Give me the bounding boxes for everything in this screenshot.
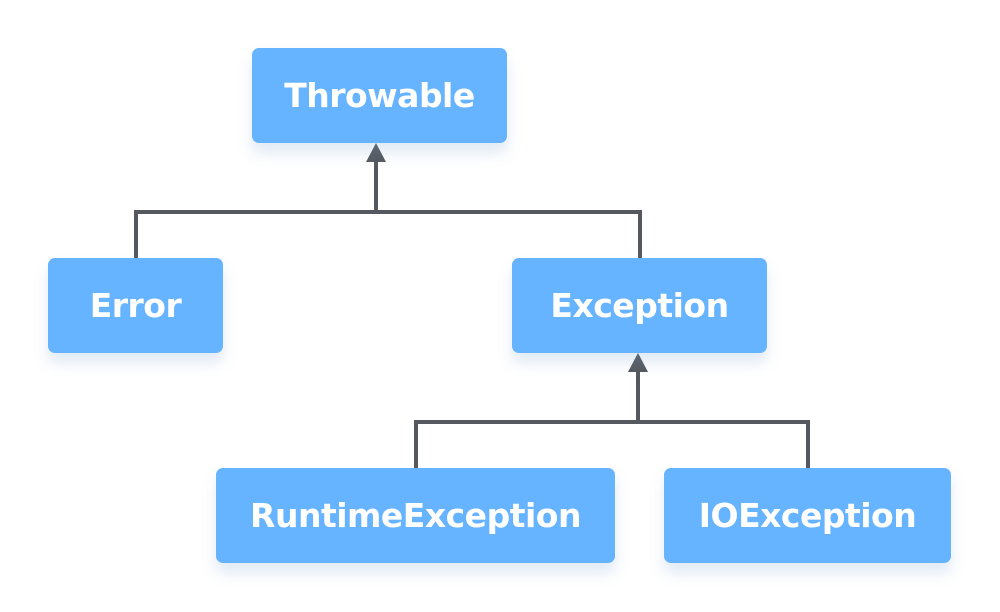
connector-line (134, 210, 642, 258)
node-exception: Exception (512, 258, 767, 353)
node-error: Error (48, 258, 223, 353)
connector-line (414, 420, 810, 468)
connector-exception-children (414, 353, 810, 468)
arrowhead-icon (628, 353, 648, 372)
node-io-exception: IOException (664, 468, 951, 563)
node-runtime-exception: RuntimeException (216, 468, 615, 563)
arrowhead-icon (366, 143, 386, 162)
connector-throwable-children (134, 143, 642, 258)
node-throwable: Throwable (252, 48, 507, 143)
